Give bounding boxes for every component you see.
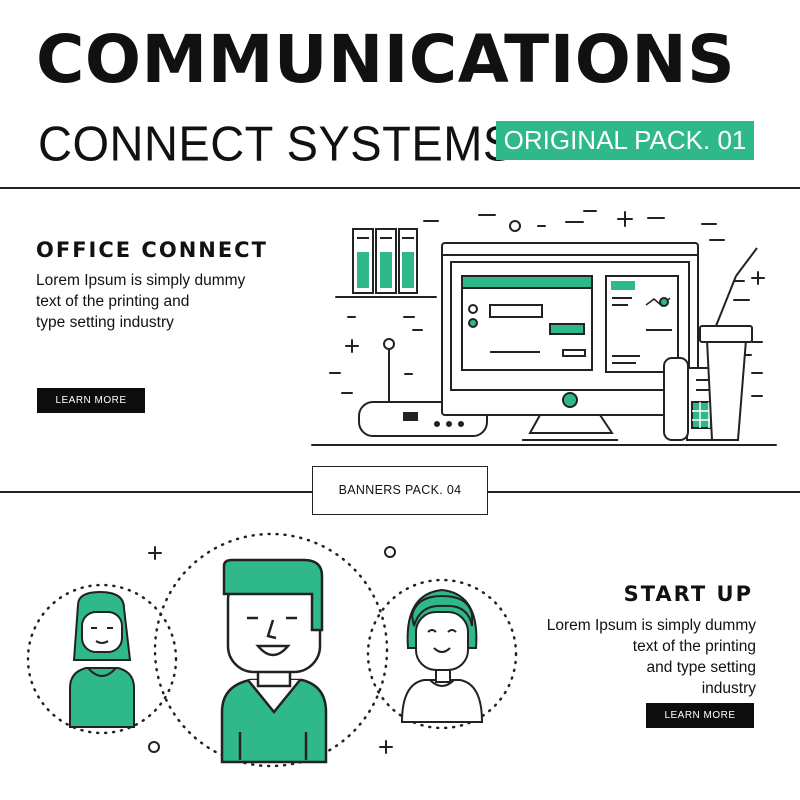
- page-subtitle: CONNECT SYSTEMS: [38, 115, 515, 171]
- office-learn-more-button[interactable]: LEARN MORE: [37, 388, 145, 413]
- office-description-line: text of the printing and: [36, 293, 190, 310]
- startup-description-line: industry: [701, 680, 756, 697]
- office-description-line: type setting industry: [36, 314, 174, 331]
- page-title: COMMUNICATIONS: [36, 21, 736, 98]
- start-up-heading: START UP: [623, 582, 753, 606]
- desktop-monitor-icon: [441, 242, 699, 441]
- person-woman-icon: [69, 590, 135, 728]
- pack-badge: ORIGINAL PACK. 01: [496, 121, 754, 160]
- start-up-learn-more-button[interactable]: LEARN MORE: [646, 703, 754, 728]
- person-man-icon: [220, 558, 328, 764]
- office-connect-description: Lorem Ipsum is simply dummy text of the …: [36, 270, 316, 333]
- startup-description-line: text of the printing: [632, 638, 756, 655]
- startup-description-line: Lorem Ipsum is simply dummy: [546, 617, 756, 634]
- office-connect-heading: OFFICE CONNECT: [36, 238, 268, 262]
- start-up-description: Lorem Ipsum is simply dummy text of the …: [516, 615, 756, 699]
- top-divider: [0, 187, 800, 189]
- person-boy-icon: [400, 588, 484, 723]
- office-description-line: Lorem Ipsum is simply dummy: [36, 272, 246, 289]
- coffee-cup-icon: [699, 247, 758, 441]
- banners-pack-label: BANNERS PACK. 04: [312, 466, 488, 515]
- server-rack-icon: [352, 228, 418, 294]
- startup-description-line: and type setting: [646, 659, 756, 676]
